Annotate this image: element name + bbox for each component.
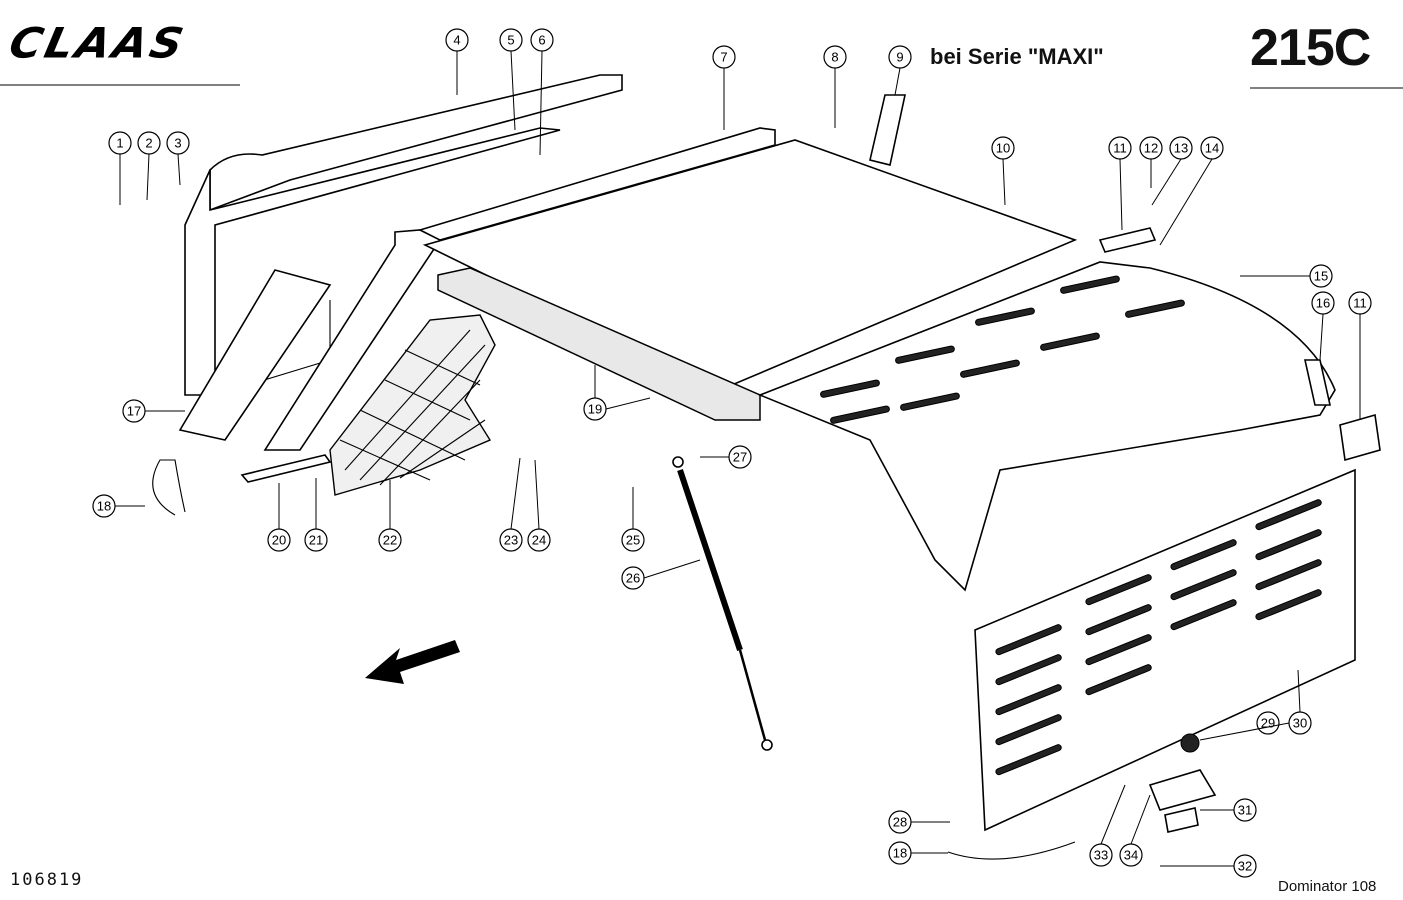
callout-label: 26	[626, 571, 640, 586]
callout-label: 10	[996, 141, 1010, 156]
callout-labels: 1 2 3 4 5 6 7 8 9 10 11 12 13 14 15 16 1…	[92, 28, 1372, 878]
strip-part	[240, 454, 332, 483]
callout-label: 6	[538, 33, 545, 48]
latch-catch-part	[1164, 807, 1199, 833]
hood-louvres	[820, 275, 1185, 424]
callout-label: 14	[1205, 141, 1219, 156]
plug-part	[1180, 733, 1200, 753]
callout-label: 20	[272, 533, 286, 548]
callout-label: 18	[97, 499, 111, 514]
callout-label: 12	[1144, 141, 1158, 156]
callout-label: 22	[383, 533, 397, 548]
insulation-hatching	[339, 329, 486, 486]
grille-panel-part	[974, 468, 1356, 832]
callout-label: 11	[1353, 296, 1367, 311]
callout-label: 19	[588, 402, 602, 417]
cable-part-left	[152, 459, 186, 516]
callout-label: 27	[733, 450, 747, 465]
callout-label: 5	[507, 33, 514, 48]
callout-label: 2	[145, 136, 152, 151]
model-name: Dominator 108	[1278, 878, 1377, 895]
document-number: 106819	[10, 870, 84, 890]
section-title: 215C	[1250, 19, 1371, 77]
callout-label: 31	[1238, 803, 1252, 818]
callout-label: 18	[893, 846, 907, 861]
trim-part	[1304, 359, 1331, 406]
callout-label: 24	[532, 533, 546, 548]
callout-label: 21	[309, 533, 323, 548]
hinge-upper-part	[1098, 227, 1157, 253]
callout-label: 8	[831, 50, 838, 65]
gas-strut-part	[672, 456, 773, 751]
callout-label: 9	[896, 50, 903, 65]
callout-label: 17	[127, 404, 141, 419]
insulation-panel-part	[329, 314, 496, 496]
strut-part	[869, 94, 906, 166]
callout-label: 11	[1113, 141, 1127, 156]
callout-label: 16	[1316, 296, 1330, 311]
callout-label: 25	[626, 533, 640, 548]
callout-label: 1	[116, 136, 123, 151]
cable-part-right	[947, 841, 1076, 860]
callout-label: 7	[720, 50, 727, 65]
callout-label: 28	[893, 815, 907, 830]
rail-leg-part	[263, 229, 442, 451]
bracket-part	[178, 269, 332, 441]
grille-louvres	[995, 499, 1322, 776]
series-note: bei Serie "MAXI"	[930, 44, 1104, 69]
leader-lines	[115, 50, 1361, 867]
callout-label: 30	[1293, 716, 1307, 731]
support-beam-part	[437, 267, 761, 421]
callout-label: 23	[504, 533, 518, 548]
latch-part	[1148, 769, 1217, 811]
callout-label: 32	[1238, 859, 1252, 874]
callout-label: 15	[1314, 269, 1328, 284]
callout-label: 33	[1094, 848, 1108, 863]
callout-label: 34	[1124, 848, 1138, 863]
callout-label: 3	[174, 136, 181, 151]
hinge-right-part	[1339, 413, 1381, 462]
direction-arrow-icon	[365, 640, 460, 684]
louvred-hood-part	[757, 261, 1336, 592]
callout-label: 13	[1174, 141, 1188, 156]
callout-label: 4	[453, 33, 460, 48]
